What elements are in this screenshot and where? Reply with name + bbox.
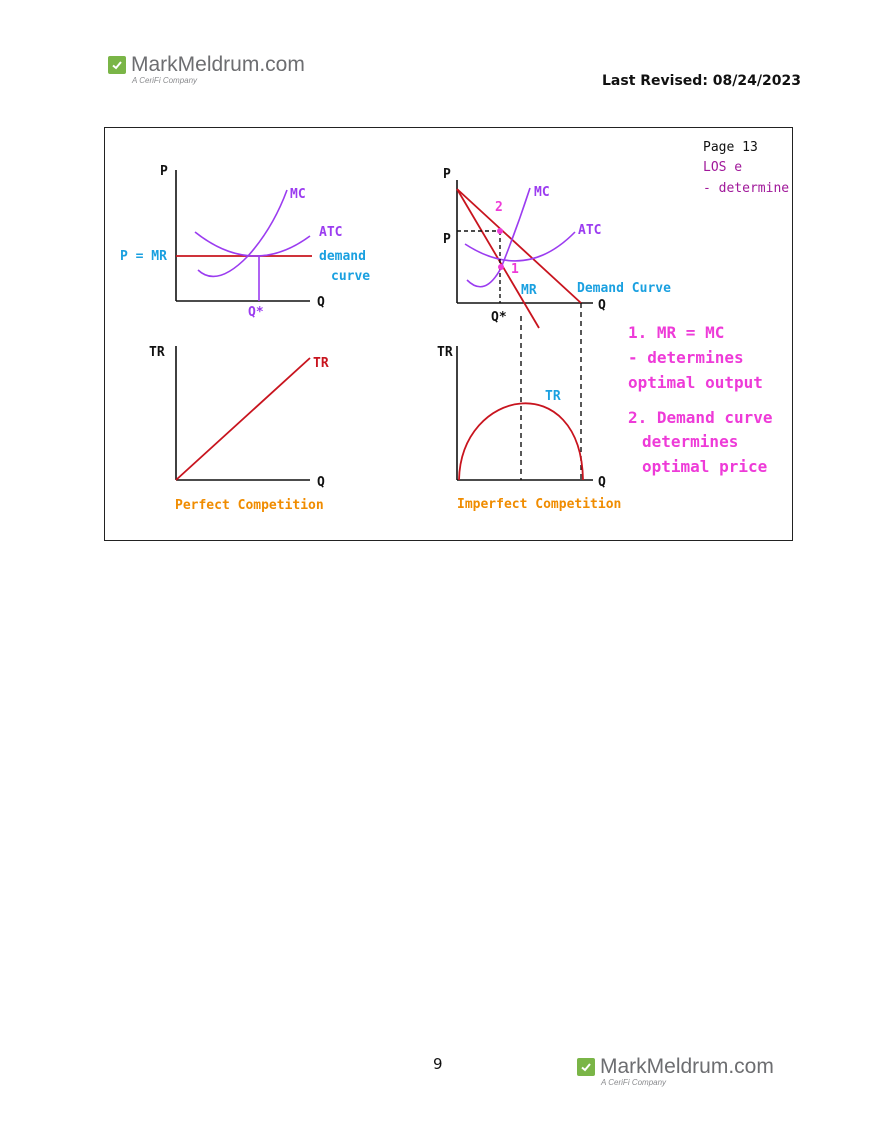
perfect-p-axis-label: P bbox=[160, 164, 168, 179]
note-2-line-1: 2. Demand curve bbox=[628, 408, 773, 427]
imperfect-q-axis-label: Q bbox=[598, 298, 606, 313]
perfect-title: Perfect Competition bbox=[175, 498, 324, 513]
logo-name: MarkMeldrum.com bbox=[131, 53, 305, 76]
imperfect-title: Imperfect Competition bbox=[457, 497, 621, 512]
los-detail: - determine bbox=[703, 181, 789, 196]
note-1-line-1: 1. MR = MC bbox=[628, 323, 724, 342]
perfect-qstar-label: Q* bbox=[248, 305, 264, 320]
imperfect-p-axis-label: P bbox=[443, 167, 451, 182]
imperfect-point-1-dot bbox=[498, 264, 504, 270]
logo-subtitle: A CeriFi Company bbox=[132, 76, 198, 85]
perfect-price-graph: P Q MC ATC P = MR demand curve Q* bbox=[120, 164, 370, 320]
slide-frame: Page 13 LOS e - determine P Q MC ATC P =… bbox=[104, 127, 793, 541]
imperfect-mr-label: MR bbox=[521, 283, 537, 298]
perfect-tr-curve-label: TR bbox=[313, 356, 329, 371]
logo-subtitle: A CeriFi Company bbox=[601, 1078, 667, 1087]
imperfect-p-level-label: P bbox=[443, 232, 451, 247]
page-label: Page 13 bbox=[703, 140, 758, 155]
checkmark-icon bbox=[108, 56, 126, 74]
imperfect-mc-label: MC bbox=[534, 185, 550, 200]
note-1-line-2: - determines bbox=[628, 348, 744, 367]
perfect-q-axis-label: Q bbox=[317, 295, 325, 310]
note-1-line-3: optimal output bbox=[628, 373, 763, 392]
perfect-tr-graph: TR TR Q Perfect Competition bbox=[149, 345, 329, 513]
imperfect-point-2-label: 2 bbox=[495, 200, 503, 215]
page-number: 9 bbox=[433, 1055, 443, 1073]
imperfect-price-graph: P P Q 2 1 MC ATC MR Demand Curve Q* bbox=[443, 167, 671, 329]
perfect-demand-label-2: curve bbox=[331, 269, 370, 284]
last-revised: Last Revised: 08/24/2023 bbox=[602, 73, 801, 89]
perfect-atc-curve bbox=[194, 231, 311, 257]
imperfect-tr-curve-label: TR bbox=[545, 389, 561, 404]
perfect-tr-q-label: Q bbox=[317, 475, 325, 490]
perfect-atc-label: ATC bbox=[319, 225, 342, 240]
imperfect-atc-curve bbox=[464, 231, 576, 262]
imperfect-tr-axis-label: TR bbox=[437, 345, 453, 360]
imperfect-demand-line bbox=[456, 188, 582, 304]
perfect-p-mr-label: P = MR bbox=[120, 249, 167, 264]
perfect-mc-curve bbox=[197, 189, 288, 278]
imperfect-qstar-label: Q* bbox=[491, 310, 507, 325]
note-2-line-3: optimal price bbox=[642, 457, 767, 476]
perfect-tr-axis-label: TR bbox=[149, 345, 165, 360]
imperfect-atc-label: ATC bbox=[578, 223, 601, 238]
perfect-demand-label-1: demand bbox=[319, 249, 366, 264]
imperfect-demand-label: Demand Curve bbox=[577, 281, 671, 296]
imperfect-point-2-dot bbox=[497, 228, 503, 234]
imperfect-tr-graph: TR TR Q Imperfect Competition bbox=[437, 345, 621, 512]
header-logo: MarkMeldrum.com A CeriFi Company bbox=[108, 54, 305, 85]
perfect-mc-label: MC bbox=[290, 187, 306, 202]
footer-logo: MarkMeldrum.com A CeriFi Company bbox=[577, 1056, 774, 1087]
note-2-line-2: determines bbox=[642, 432, 738, 451]
notes: 1. MR = MC - determines optimal output 2… bbox=[628, 323, 773, 476]
imperfect-tr-q-label: Q bbox=[598, 475, 606, 490]
logo-name: MarkMeldrum.com bbox=[600, 1055, 774, 1078]
imperfect-tr-curve bbox=[458, 402, 584, 481]
checkmark-icon bbox=[577, 1058, 595, 1076]
economics-diagram: Page 13 LOS e - determine P Q MC ATC P =… bbox=[120, 140, 789, 513]
perfect-tr-curve bbox=[175, 357, 311, 481]
imperfect-point-1-label: 1 bbox=[511, 262, 519, 277]
los-label: LOS e bbox=[703, 160, 742, 175]
